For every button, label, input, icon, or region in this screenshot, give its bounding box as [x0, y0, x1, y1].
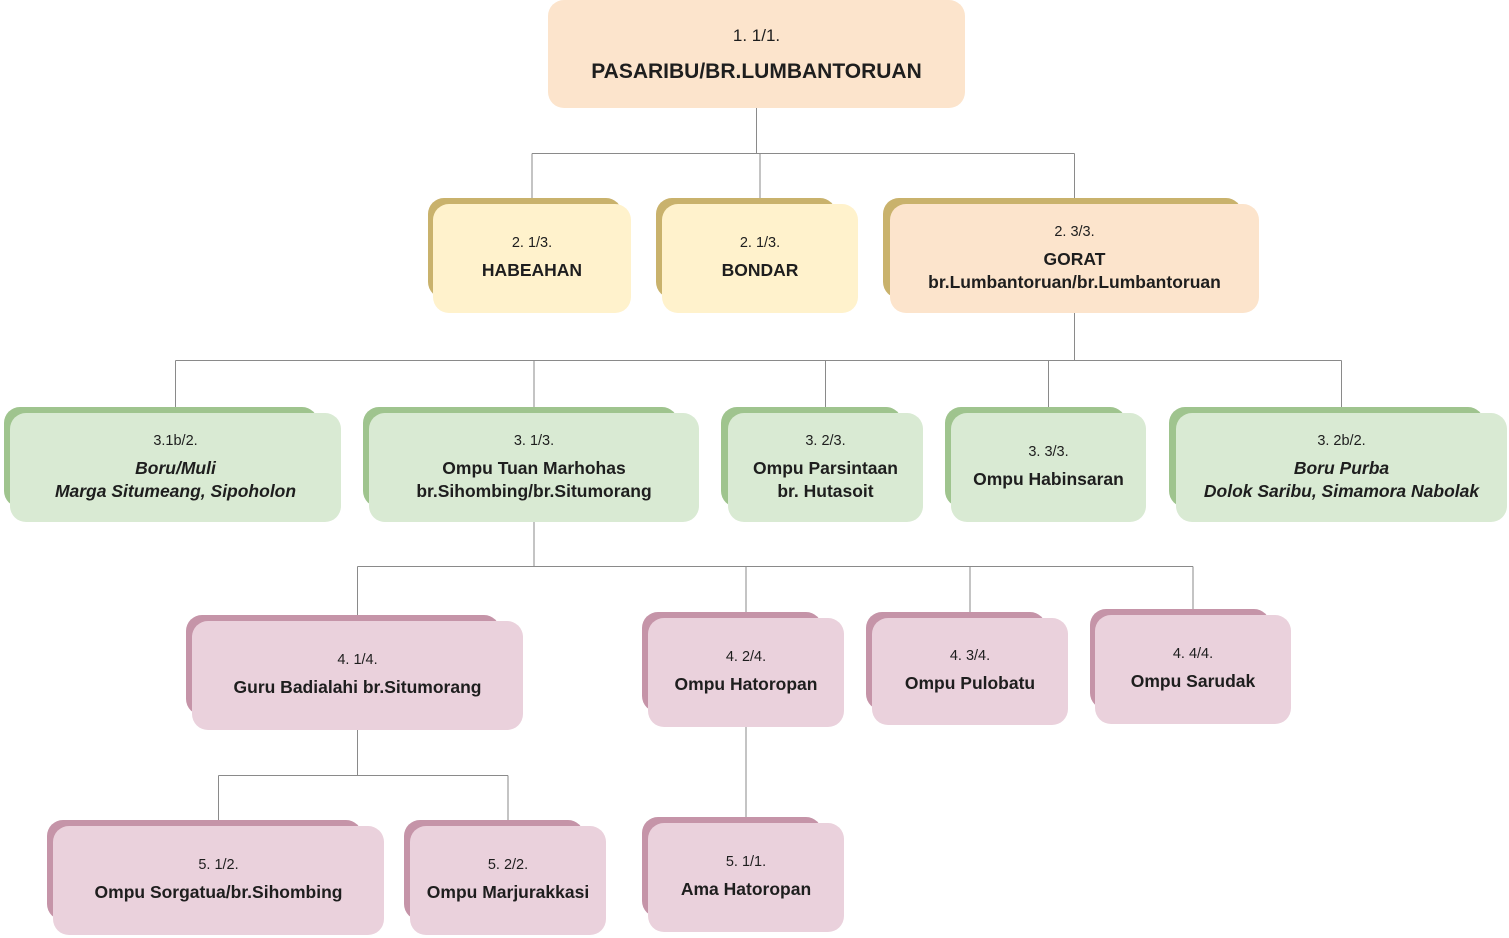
node-card: 2. 1/3. HABEAHAN: [433, 204, 631, 313]
node-number: 3. 3/3.: [1028, 444, 1069, 460]
node-ompu-pulobatu[interactable]: 4. 3/4. Ompu Pulobatu: [866, 612, 1068, 725]
node-number: 2. 1/3.: [511, 235, 553, 251]
node-card: 3. 3/3. Ompu Habinsaran: [951, 413, 1146, 522]
node-title: HABEAHAN: [481, 260, 583, 280]
node-ama-hatoropan[interactable]: 5. 1/1. Ama Hatoropan: [642, 817, 844, 932]
node-number: 5. 1/1.: [725, 854, 767, 870]
node-title: Ompu Pulobatu: [904, 673, 1036, 693]
node-card: 3. 1/3. Ompu Tuan Marhohas br.Sihombing/…: [369, 413, 699, 522]
node-card: 5. 1/1. Ama Hatoropan: [648, 823, 844, 932]
node-title: Boru Purba: [1293, 457, 1390, 478]
node-number: 3. 2b/2.: [1317, 432, 1366, 449]
node-title: Ompu Marjurakkasi: [426, 882, 590, 902]
node-subtitle: Marga Situmeang, Sipoholon: [54, 480, 297, 501]
node-title: Boru/Muli: [135, 457, 216, 478]
node-card: 1. 1/1. PASARIBU/BR.LUMBANTORUAN: [548, 0, 965, 108]
node-card: 2. 1/3. BONDAR: [662, 204, 858, 313]
node-card: 2. 3/3. GORAT br.Lumbantoruan/br.Lumbant…: [890, 204, 1259, 313]
node-number: 3. 1/3.: [513, 432, 555, 449]
node-boru-purba[interactable]: 3. 2b/2. Boru Purba Dolok Saribu, Simamo…: [1169, 407, 1507, 522]
node-title: Ama Hatoropan: [680, 879, 812, 899]
node-subtitle: Dolok Saribu, Simamora Nabolak: [1203, 480, 1480, 501]
node-card: 4. 3/4. Ompu Pulobatu: [872, 618, 1068, 725]
node-subtitle: br.Sihombing/br.Situmorang: [416, 480, 652, 501]
node-gorat[interactable]: 2. 3/3. GORAT br.Lumbantoruan/br.Lumbant…: [883, 198, 1259, 313]
node-ompu-habinsaran[interactable]: 3. 3/3. Ompu Habinsaran: [945, 407, 1146, 522]
node-number: 2. 1/3.: [739, 235, 781, 251]
node-card: 4. 2/4. Ompu Hatoropan: [648, 618, 844, 727]
node-number: 4. 2/4.: [725, 649, 767, 665]
node-guru-badialahi[interactable]: 4. 1/4. Guru Badialahi br.Situmorang: [186, 615, 523, 730]
node-ompu-sarudak[interactable]: 4. 4/4. Ompu Sarudak: [1090, 609, 1291, 724]
node-ompu-hatoropan[interactable]: 4. 2/4. Ompu Hatoropan: [642, 612, 844, 727]
node-card: 5. 1/2. Ompu Sorgatua/br.Sihombing: [53, 826, 384, 935]
node-title: Guru Badialahi br.Situmorang: [233, 677, 482, 697]
node-number: 4. 4/4.: [1172, 646, 1214, 662]
node-card: 4. 4/4. Ompu Sarudak: [1095, 615, 1291, 724]
node-bondar[interactable]: 2. 1/3. BONDAR: [656, 198, 858, 313]
node-ompu-parsintaan[interactable]: 3. 2/3. Ompu Parsintaan br. Hutasoit: [721, 407, 923, 522]
node-title: PASARIBU/BR.LUMBANTORUAN: [591, 59, 922, 83]
node-title: Ompu Parsintaan: [753, 457, 898, 478]
node-card: 3. 2/3. Ompu Parsintaan br. Hutasoit: [728, 413, 923, 522]
node-title: Ompu Sarudak: [1130, 671, 1256, 691]
node-boru-muli[interactable]: 3.1b/2. Boru/Muli Marga Situmeang, Sipoh…: [4, 407, 341, 522]
node-number: 4. 1/4.: [337, 652, 378, 668]
node-subtitle: br. Hutasoit: [777, 480, 874, 501]
node-number: 2. 3/3.: [1054, 223, 1095, 240]
node-root[interactable]: 1. 1/1. PASARIBU/BR.LUMBANTORUAN: [548, 0, 965, 108]
node-title: Ompu Tuan Marhohas: [442, 457, 626, 478]
node-subtitle: br.Lumbantoruan/br.Lumbantoruan: [928, 271, 1221, 292]
node-title: Ompu Habinsaran: [973, 469, 1124, 489]
node-title: Ompu Hatoropan: [674, 674, 818, 694]
node-ompu-marjurakkasi[interactable]: 5. 2/2. Ompu Marjurakkasi: [404, 820, 606, 935]
node-card: 5. 2/2. Ompu Marjurakkasi: [410, 826, 606, 935]
node-ompu-tuan-marhohas[interactable]: 3. 1/3. Ompu Tuan Marhohas br.Sihombing/…: [363, 407, 699, 522]
node-number: 3. 2/3.: [805, 432, 846, 449]
node-number: 5. 2/2.: [487, 857, 529, 873]
node-number: 5. 1/2.: [198, 857, 239, 873]
node-number: 4. 3/4.: [949, 648, 991, 664]
node-title: BONDAR: [721, 260, 799, 280]
node-title: GORAT: [1043, 248, 1106, 269]
node-ompu-sorgatua[interactable]: 5. 1/2. Ompu Sorgatua/br.Sihombing: [47, 820, 384, 935]
node-card: 3.1b/2. Boru/Muli Marga Situmeang, Sipoh…: [10, 413, 341, 522]
node-number: 1. 1/1.: [732, 25, 781, 45]
node-card: 4. 1/4. Guru Badialahi br.Situmorang: [192, 621, 523, 730]
node-card: 3. 2b/2. Boru Purba Dolok Saribu, Simamo…: [1176, 413, 1507, 522]
node-number: 3.1b/2.: [153, 432, 198, 449]
node-title: Ompu Sorgatua/br.Sihombing: [94, 882, 343, 902]
node-habeahan[interactable]: 2. 1/3. HABEAHAN: [428, 198, 631, 313]
